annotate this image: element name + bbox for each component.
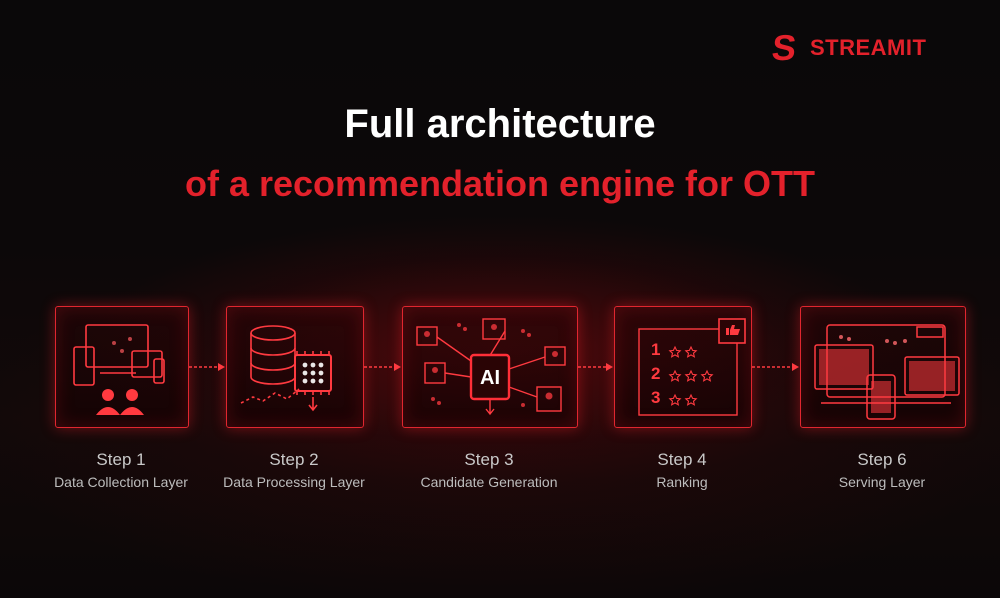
page-title: Full architecture xyxy=(344,102,656,146)
step-3-number: Step 3 xyxy=(464,450,514,469)
arrow-1-2-icon xyxy=(189,363,225,371)
ai-chip-network-icon: AI xyxy=(416,318,566,416)
ranked-list-icon: 1 2 3 xyxy=(638,318,746,416)
arrow-4-5-icon xyxy=(752,363,799,371)
step-3-label: Candidate Generation xyxy=(420,474,558,490)
step-1-panel xyxy=(55,306,189,428)
step-3-panel: AI xyxy=(402,306,578,428)
arrow-3-4-icon xyxy=(578,363,613,371)
thumbs-up-icon xyxy=(726,325,740,335)
step-5-label: Serving Layer xyxy=(838,474,926,490)
rank-1: 1 xyxy=(651,340,660,359)
rank-2: 2 xyxy=(651,364,660,383)
database-chip-icon xyxy=(240,325,332,412)
ai-chip-text: AI xyxy=(480,367,500,389)
brand-name: STREAMIT xyxy=(810,35,927,60)
brand-logo: S STREAMIT xyxy=(769,27,927,68)
step-4-panel: 1 2 3 xyxy=(614,306,752,428)
step-2-panel xyxy=(226,306,364,428)
multi-screen-icon xyxy=(814,324,960,420)
star-icons xyxy=(668,345,714,406)
rank-3: 3 xyxy=(651,388,660,407)
devices-users-icon xyxy=(73,324,165,415)
step-2-number: Step 2 xyxy=(269,450,319,469)
step-4-number: Step 4 xyxy=(657,450,707,469)
step-5-panel xyxy=(800,306,966,428)
arrow-2-3-icon xyxy=(364,363,401,371)
step-1-number: Step 1 xyxy=(96,450,146,469)
step-5-number: Step 6 xyxy=(857,450,907,469)
brand-mark-icon: S xyxy=(769,27,799,68)
step-2-label: Data Processing Layer xyxy=(223,474,365,490)
step-1-label: Data Collection Layer xyxy=(54,474,188,490)
step-4-label: Ranking xyxy=(656,474,708,490)
page-subtitle: of a recommendation engine for OTT xyxy=(184,163,816,204)
